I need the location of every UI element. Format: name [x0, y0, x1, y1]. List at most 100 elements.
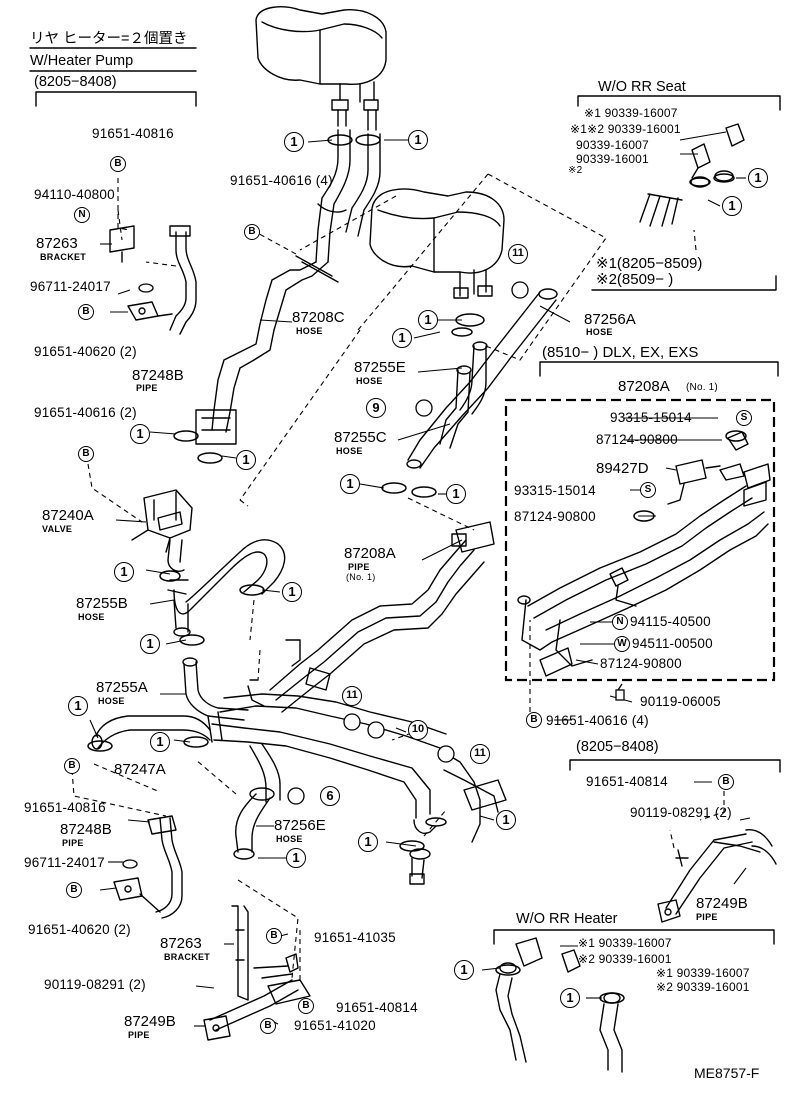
callout-1: 1 [418, 310, 438, 330]
wo-rr-heater-part-1: ※1 90339-16007 [578, 936, 672, 950]
legend-1: ※1(8205−8509) [596, 255, 703, 272]
callout-B: B [260, 1018, 276, 1034]
part-87256E-sub: HOSE [276, 834, 303, 844]
part-87249B-mid: 87249B [696, 895, 748, 912]
part-94115-40500: 94115-40500 [630, 614, 711, 629]
wo-rr-heater-part-2: ※2 90339-16001 [578, 952, 672, 966]
part-87255C: 87255C [334, 429, 387, 446]
heater-unit-top [255, 6, 387, 85]
callout-1: 1 [284, 132, 304, 152]
part-87208A-mid: 87208A [344, 545, 396, 562]
part-91651-40816-mid: 91651-40816 [24, 800, 106, 815]
callout-1: 1 [358, 832, 378, 852]
part-87255B-sub: HOSE [78, 612, 105, 622]
callout-B: B [266, 928, 282, 944]
part-91651-40620-top: 91651-40620 (2) [34, 344, 137, 359]
callout-B: B [718, 774, 734, 790]
part-91651-41035: 91651-41035 [314, 930, 396, 945]
callout-9: 9 [366, 398, 386, 418]
part-87256A: 87256A [584, 311, 636, 328]
callout-1: 1 [68, 696, 88, 716]
callout-1: 1 [140, 634, 160, 654]
part-87263-top-sub: BRACKET [40, 252, 87, 262]
mid-date: (8205−8408) [576, 739, 659, 755]
part-96711-24017-mid: 96711-24017 [24, 855, 105, 870]
part-87256A-sub: HOSE [586, 327, 613, 337]
callout-1: 1 [408, 130, 428, 150]
callout-S: S [640, 482, 656, 498]
part-87248B-top: 87248B [132, 367, 184, 384]
callout-1: 1 [454, 960, 474, 980]
callout-B: B [78, 446, 94, 462]
jp-title: リヤ ヒーター=２個置き [30, 31, 188, 47]
callout-11: 11 [470, 744, 490, 764]
callout-1: 1 [130, 424, 150, 444]
callout-1: 1 [114, 562, 134, 582]
part-87208A-mid-sub2: (No. 1) [346, 572, 376, 582]
diagram-reference-code: ME8757-F [694, 1065, 760, 1081]
part-87124-90800-c: 87124-90800 [600, 656, 682, 671]
dlx-group-label: 87208A [618, 378, 670, 395]
callout-B: B [66, 882, 82, 898]
part-87248B-mid: 87248B [60, 821, 112, 838]
dlx-box-title: (8510− ) DLX, EX, EXS [542, 344, 699, 361]
part-87248B-mid-sub: PIPE [62, 838, 84, 848]
part-96711-24017-top: 96711-24017 [30, 279, 111, 294]
callout-1: 1 [560, 988, 580, 1008]
part-94511-00500: 94511-00500 [632, 636, 713, 651]
wo-rr-seat-part-3: 90339-16007 [576, 138, 649, 152]
wo-rr-seat-title: W/O RR Seat [598, 79, 686, 95]
part-91651-40616-2: 91651-40616 (2) [34, 405, 137, 420]
part-87255E: 87255E [354, 359, 406, 376]
part-87255E-sub: HOSE [356, 376, 383, 386]
part-90119-08291-bot: 90119-08291 (2) [44, 977, 146, 992]
part-87263-top: 87263 [36, 235, 78, 252]
part-90119-08291-mid: 90119-08291 (2) [630, 805, 732, 820]
heater-pump-title: W/Heater Pump [30, 53, 134, 69]
part-87263-bot: 87263 [160, 935, 202, 952]
wo-rr-heater-part-4: ※2 90339-16001 [656, 980, 750, 994]
callout-11: 11 [508, 244, 528, 264]
wo-rr-seat-part-2: ※1※2 90339-16001 [570, 122, 681, 136]
callout-1: 1 [496, 810, 516, 830]
part-87208C: 87208C [292, 309, 345, 326]
callout-1: 1 [340, 474, 360, 494]
wo-rr-seat-part-4: 90339-16001 [576, 152, 649, 166]
part-87249B-mid-sub: PIPE [696, 912, 718, 922]
callout-6: 6 [320, 786, 340, 806]
callout-W: W [614, 636, 630, 652]
callout-1: 1 [722, 196, 742, 216]
callout-1: 1 [150, 732, 170, 752]
part-87240A-sub: VALVE [42, 524, 73, 534]
callout-1: 1 [392, 328, 412, 348]
heater-unit-mid [369, 188, 505, 274]
part-87249B-bot: 87249B [124, 1013, 176, 1030]
dlx-group-sub: (No. 1) [686, 382, 718, 393]
part-91651-40620-mid: 91651-40620 (2) [28, 922, 131, 937]
callout-B: B [110, 156, 126, 172]
part-87247A: 87247A [114, 761, 166, 778]
part-87240A: 87240A [42, 507, 94, 524]
callout-B: B [64, 758, 80, 774]
wo-rr-seat-part-5: ※2 [568, 165, 583, 176]
part-91651-40814-mid: 91651-40814 [586, 774, 668, 789]
wo-rr-heater-title: W/O RR Heater [516, 911, 618, 927]
callout-B: B [78, 304, 94, 320]
wo-rr-seat-part-1: ※1 90339-16007 [584, 106, 678, 120]
part-87248B-top-sub: PIPE [136, 383, 158, 393]
callout-B: B [244, 224, 260, 240]
part-87255A: 87255A [96, 679, 148, 696]
part-87124-90800-a: 87124-90800 [596, 432, 678, 447]
part-91651-40616-4-bot: 91651-40616 (4) [546, 713, 649, 728]
callout-B: B [526, 712, 542, 728]
callout-N: N [74, 207, 90, 223]
callout-N: N [612, 614, 628, 630]
part-89427D: 89427D [596, 460, 649, 477]
part-90119-06005: 90119-06005 [640, 694, 721, 709]
part-87208C-sub: HOSE [296, 326, 323, 336]
callout-1: 1 [282, 582, 302, 602]
part-87255B: 87255B [76, 595, 128, 612]
part-87124-90800-b: 87124-90800 [514, 509, 596, 524]
part-87255C-sub: HOSE [336, 446, 363, 456]
